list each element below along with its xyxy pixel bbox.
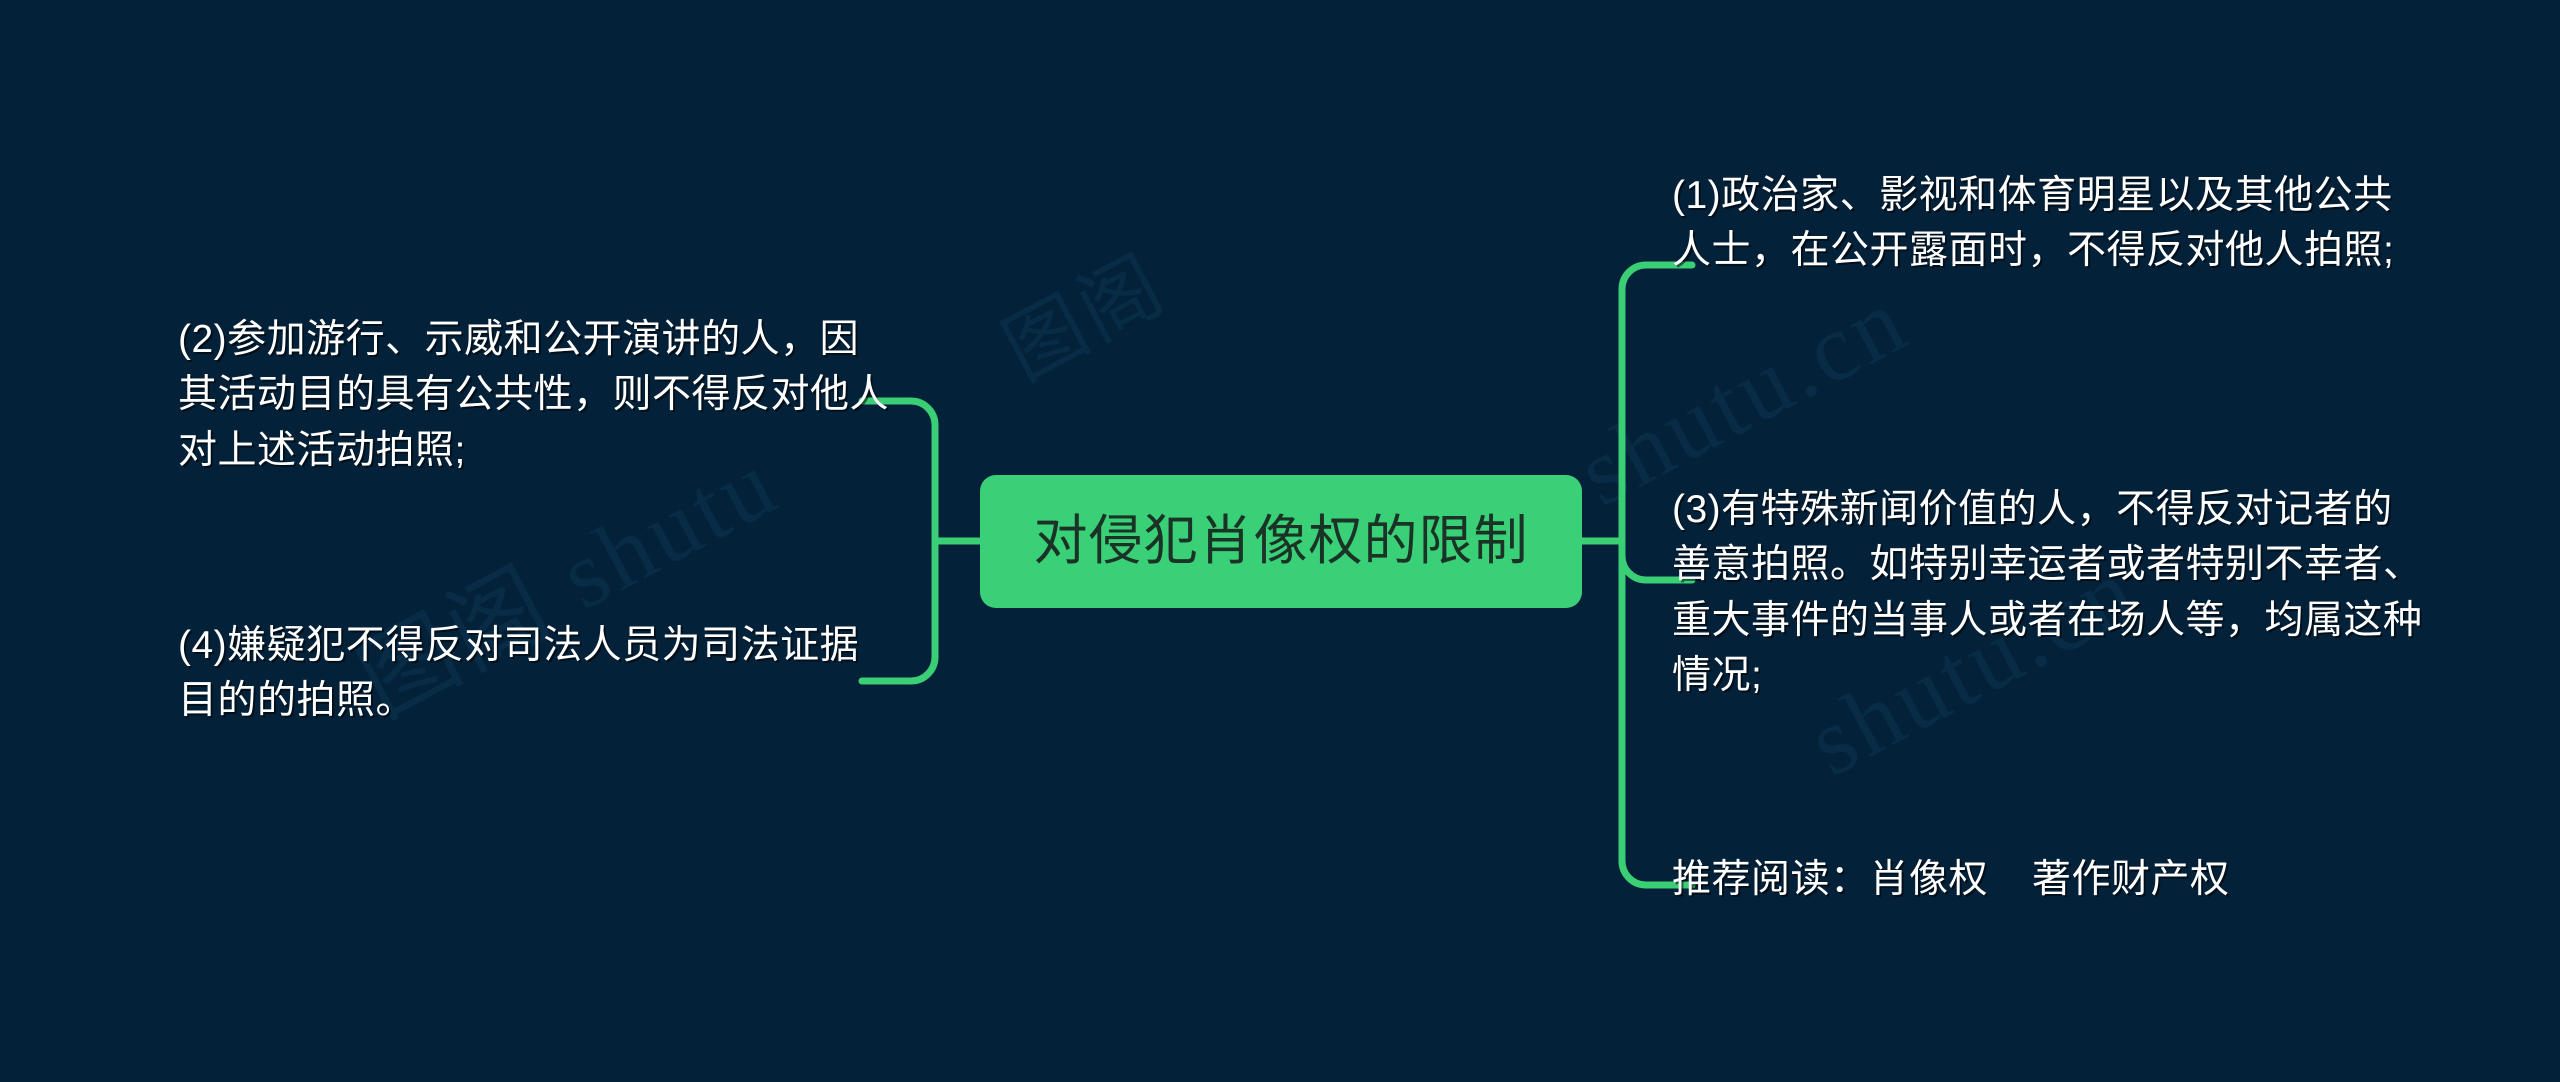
branch-item-1[interactable]: (1)政治家、影视和体育明星以及其他公共人士，在公开露面时，不得反对他人拍照; xyxy=(1672,168,2432,279)
branch-item-3[interactable]: (3)有特殊新闻价值的人，不得反对记者的善意拍照。如特别幸运者或者特别不幸者、重… xyxy=(1672,482,2432,704)
connector-right-branch-3 xyxy=(1618,552,1696,584)
central-node-label: 对侵犯肖像权的限制 xyxy=(1033,510,1529,571)
connector-left-branch-4 xyxy=(858,653,939,685)
branch-item-4[interactable]: (4)嫌疑犯不得反对司法人员为司法证据目的的拍照。 xyxy=(178,618,898,729)
recommended-reading-label: 推荐阅读： xyxy=(1672,858,1870,901)
connector-right-branch-5 xyxy=(1618,857,1696,889)
recommended-reading-link-copyright-property[interactable]: 著作财产权 xyxy=(2032,858,2230,901)
branch-item-2-text: (2)参加游行、示威和公开演讲的人，因其活动目的具有公共性，则不得反对他人对上述… xyxy=(178,318,890,472)
branch-item-4-text: (4)嫌疑犯不得反对司法人员为司法证据目的的拍照。 xyxy=(178,624,860,723)
central-node[interactable]: 对侵犯肖像权的限制 xyxy=(980,475,1582,608)
connector-right-branch-1 xyxy=(1618,261,1696,293)
branch-item-1-text: (1)政治家、影视和体育明星以及其他公共人士，在公开露面时，不得反对他人拍照; xyxy=(1672,174,2395,273)
connector-left-branch-2 xyxy=(858,397,939,429)
branch-item-2[interactable]: (2)参加游行、示威和公开演讲的人，因其活动目的具有公共性，则不得反对他人对上述… xyxy=(178,312,898,478)
recommended-reading-link-portrait-right[interactable]: 肖像权 xyxy=(1869,858,1989,901)
branch-item-3-text: (3)有特殊新闻价值的人，不得反对记者的善意拍照。如特别幸运者或者特别不幸者、重… xyxy=(1672,488,2423,698)
branch-item-recommended-reading: 推荐阅读：肖像权著作财产权 xyxy=(1672,852,2432,907)
